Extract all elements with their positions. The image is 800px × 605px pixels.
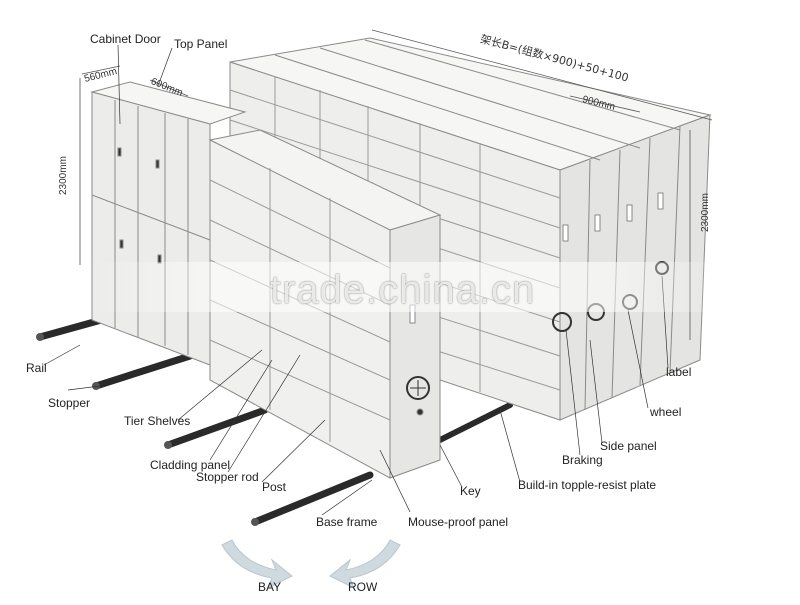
label-post: Post	[262, 480, 287, 494]
label-side-panel: Side panel	[600, 439, 657, 453]
label-tier-shelves: Tier Shelves	[124, 414, 191, 428]
watermark: trade.china.cn	[270, 268, 536, 312]
label-braking: Braking	[562, 453, 603, 467]
dim-height-right: 2300mm	[700, 193, 711, 232]
front-handwheel	[406, 376, 430, 400]
leader-lines	[43, 44, 669, 516]
row-arrow	[329, 539, 401, 590]
label-cladding-panel: Cladding panel	[150, 458, 231, 472]
bay-arrow	[221, 539, 293, 590]
label-rail: Rail	[26, 361, 47, 375]
label-wheel: wheel	[650, 405, 682, 419]
rail-4	[251, 471, 374, 526]
rail-2	[92, 352, 194, 390]
rail-3	[164, 406, 269, 449]
label-mouse-proof-panel: Mouse-proof panel	[408, 515, 509, 529]
label-stopper: Stopper	[48, 396, 91, 410]
label-bay: BAY	[258, 580, 282, 594]
direction-arrows	[221, 539, 401, 590]
watermark-band	[90, 262, 740, 312]
rails	[36, 308, 513, 526]
dim-height-left: 2300mm	[58, 156, 69, 195]
label-cabinet-door: Cabinet Door	[90, 32, 161, 46]
label-label: label	[666, 365, 692, 379]
label-key: Key	[460, 484, 481, 498]
rail-5	[437, 402, 513, 443]
label-row: ROW	[348, 580, 378, 594]
label-built-in-plate: Build-in topple-resist plate	[518, 478, 657, 492]
label-top-panel: Top Panel	[174, 37, 228, 51]
label-stopper-rod: Stopper rod	[196, 470, 259, 484]
label-base-frame: Base frame	[316, 515, 378, 529]
